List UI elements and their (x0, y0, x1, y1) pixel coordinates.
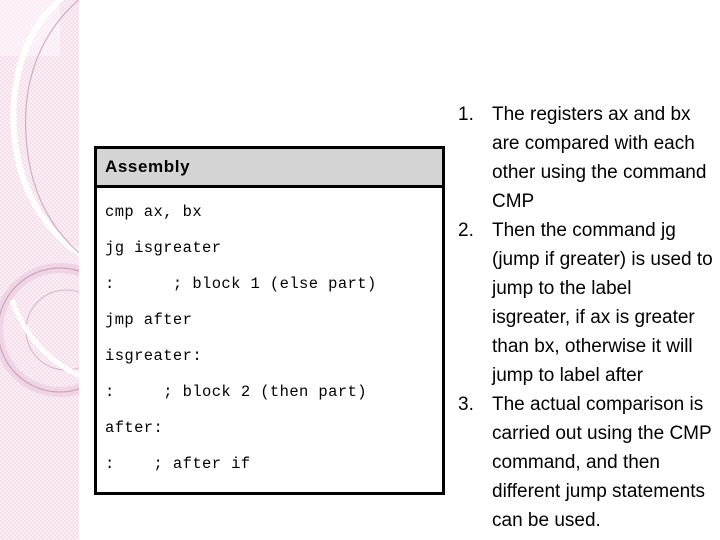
list-item-number: 1. (458, 104, 474, 125)
list-item-text: The actual comparison is carried out usi… (492, 394, 712, 531)
assembly-code-table: Assembly cmp ax, bx jg isgreater : ; blo… (94, 146, 445, 495)
list-item-text: Then the command jg (jump if greater) is… (492, 220, 713, 386)
table-body: cmp ax, bx jg isgreater : ; block 1 (els… (97, 188, 442, 492)
code-line: isgreater: (105, 347, 203, 365)
list-item: 2. Then the command jg (jump if greater)… (452, 216, 714, 390)
code-line: : ; block 2 (then part) (105, 383, 367, 401)
code-line: : ; after if (105, 455, 251, 473)
code-line: after: (105, 419, 164, 437)
code-line: jg isgreater (105, 239, 222, 257)
code-line: jmp after (105, 311, 193, 329)
code-line: : ; block 1 (else part) (105, 275, 377, 293)
decorative-arcs-icon (0, 0, 79, 397)
table-header-row: Assembly (97, 149, 442, 188)
list-item: 3. The actual comparison is carried out … (452, 390, 714, 535)
code-line: cmp ax, bx (105, 203, 203, 221)
table-header-label: Assembly (105, 157, 191, 176)
list-item: 1. The registers ax and bx are compared … (452, 100, 714, 216)
list-item-text: The registers ax and bx are compared wit… (492, 104, 707, 212)
explanation-list: 1. The registers ax and bx are compared … (452, 100, 714, 535)
decorative-pink-band (0, 0, 79, 540)
list-item-number: 3. (458, 394, 474, 415)
list-item-number: 2. (458, 220, 474, 241)
